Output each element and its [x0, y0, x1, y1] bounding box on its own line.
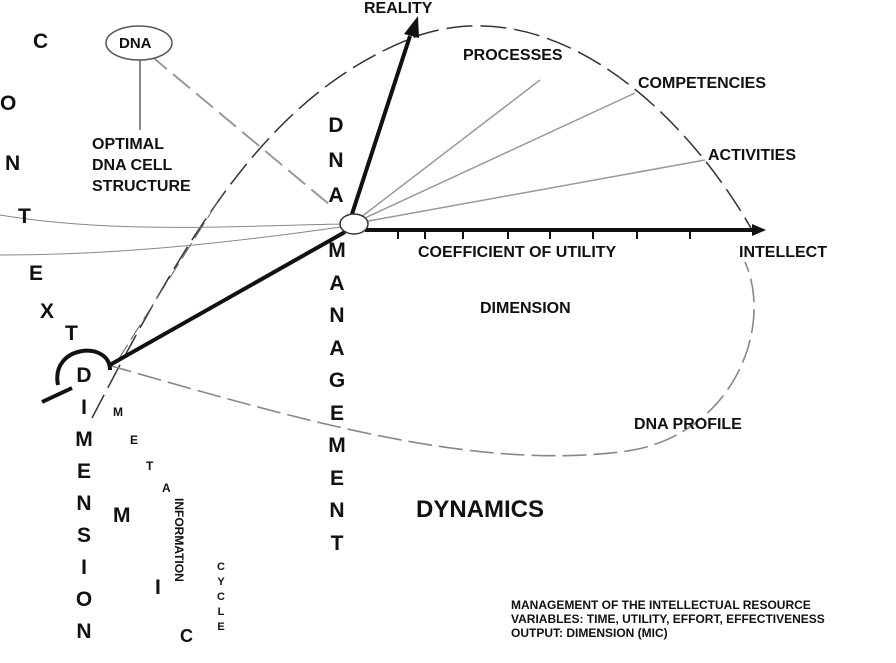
label-information: INFORMATION [172, 498, 186, 582]
label-processes: PROCESSES [463, 47, 563, 64]
dimension-axis [107, 230, 346, 368]
dimension-vertical-word: D I M E N S I O N [72, 360, 96, 648]
label-coefficient-of-utility: COEFFICIENT OF UTILITY [418, 244, 617, 261]
dimension-letter: I [81, 396, 87, 419]
management-letter: N [329, 499, 345, 522]
context-letter-e: E [29, 262, 44, 285]
context-letter-t2: T [65, 322, 78, 345]
footer-line-1: MANAGEMENT OF THE INTELLECTUAL RESOURCE [511, 598, 811, 612]
label-reality: REALITY [364, 0, 433, 17]
meta-letter-t: T [146, 459, 154, 473]
meta-letter-a: A [162, 481, 171, 495]
context-line-upper [0, 214, 349, 228]
reality-arrow [350, 35, 412, 215]
footer-notes: MANAGEMENT OF THE INTELLECTUAL RESOURCE … [511, 598, 825, 640]
context-letter-x: X [40, 300, 55, 323]
label-dna-profile: DNA PROFILE [634, 416, 742, 433]
label-activities: ACTIVITIES [708, 147, 797, 164]
footer-line-2: VARIABLES: TIME, UTILITY, EFFORT, EFFECT… [511, 612, 825, 626]
footer-line-3: OUTPUT: DIMENSION (MIC) [511, 626, 668, 640]
management-letter: A [329, 271, 345, 295]
structure-diagonal [117, 194, 223, 361]
mic-letter-c: C [180, 626, 193, 646]
reality-arrowhead [404, 16, 419, 38]
label-dna-cell: DNA CELL [92, 157, 173, 174]
dimension-letter: I [81, 556, 87, 579]
cycle-vertical-word: C Y C L E [214, 560, 228, 635]
dimension-loop [55, 348, 112, 386]
context-letter-o: O [0, 92, 17, 115]
dna-vertical-word: D N A [325, 108, 347, 213]
context-letter-t: T [18, 205, 31, 228]
mic-letter-i: I [155, 576, 161, 599]
label-dna-bubble: DNA [119, 35, 152, 52]
dimension-letter: M [75, 428, 93, 451]
label-dynamics: DYNAMICS [416, 496, 545, 523]
management-vertical-word: M A N A G E M E N T [325, 235, 349, 560]
context-letter-n: N [5, 152, 21, 175]
management-letter: N [329, 304, 345, 327]
label-optimal: OPTIMAL [92, 136, 164, 153]
management-letter: E [329, 466, 344, 490]
management-letter: G [328, 369, 346, 392]
cycle-letter: Y [217, 576, 225, 588]
axis-ticks [397, 230, 691, 239]
fan-line-activities [351, 159, 706, 225]
label-competencies: COMPETENCIES [638, 75, 767, 92]
fan-line-competencies [351, 92, 636, 225]
context-letter-c: C [33, 30, 49, 53]
management-letter: A [329, 336, 345, 360]
fan-line-processes [351, 79, 541, 225]
management-letter: T [330, 531, 344, 555]
management-letter: E [329, 401, 344, 425]
management-letter: M [328, 239, 346, 262]
dna-bubble-connector [149, 54, 331, 206]
label-optimal-structure: OPTIMAL DNA CELL STRUCTURE [92, 134, 191, 197]
cycle-letter: L [217, 606, 225, 618]
meta-letter-e: E [130, 433, 139, 447]
intellect-arrowhead [752, 224, 766, 236]
reality-arc [91, 25, 753, 419]
dimension-letter: D [76, 364, 92, 387]
dimension-loop-tail [41, 386, 73, 404]
dna-letter-n: N [328, 149, 344, 172]
cycle-letter: C [217, 561, 225, 573]
dimension-letter: O [75, 588, 93, 611]
center-node [339, 213, 369, 235]
dna-letter-d: D [328, 114, 344, 137]
dna-bubble [105, 25, 173, 61]
dimension-letter: S [76, 524, 91, 547]
cycle-letter: E [217, 621, 225, 633]
label-intellect: INTELLECT [739, 244, 827, 261]
meta-letter-m: M [113, 405, 123, 419]
dna-letter-a: A [328, 184, 344, 207]
cycle-letter: C [217, 591, 225, 603]
context-line-lower [0, 225, 349, 256]
mic-letter-m: M [113, 504, 131, 527]
label-dimension-center: DIMENSION [480, 300, 571, 317]
dimension-letter: N [76, 620, 92, 643]
dimension-letter: N [76, 492, 92, 515]
dna-profile-curve [107, 261, 755, 457]
label-structure: STRUCTURE [92, 178, 191, 195]
management-letter: M [328, 434, 346, 457]
dimension-letter: E [76, 460, 91, 483]
